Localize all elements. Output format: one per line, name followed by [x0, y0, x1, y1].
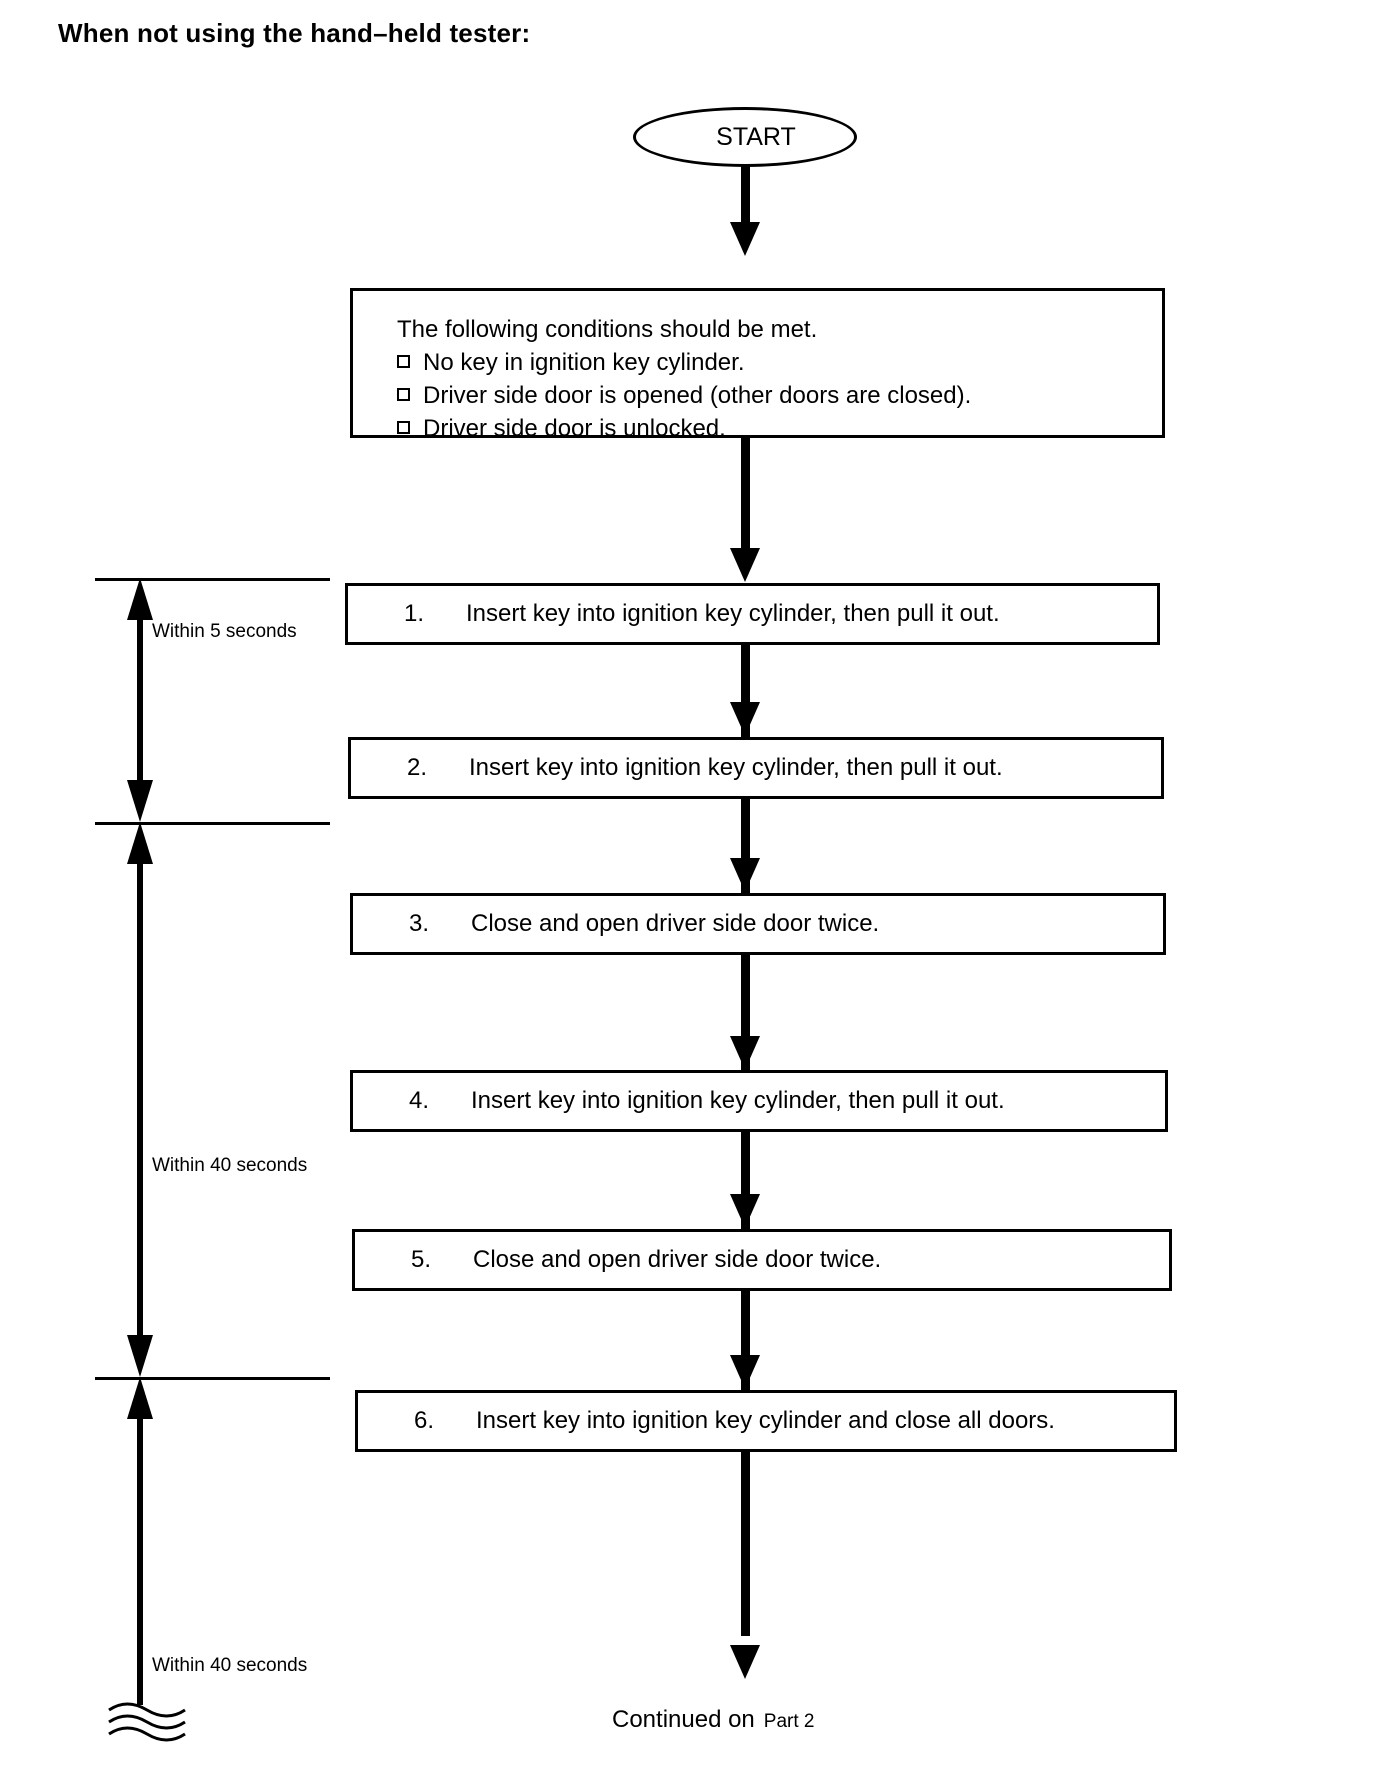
conditions-list: No key in ignition key cylinder. Driver … — [397, 346, 1162, 445]
timing-line-40s-a — [137, 848, 143, 1350]
step-text: Insert key into ignition key cylinder an… — [476, 1407, 1055, 1434]
condition-item: Driver side door is unlocked. — [397, 412, 1162, 445]
step-text: Insert key into ignition key cylinder, t… — [471, 1087, 1005, 1114]
page-title: When not using the hand–held tester: — [58, 18, 531, 48]
step-box-4: 4. Insert key into ignition key cylinder… — [350, 1070, 1168, 1132]
step-text: Insert key into ignition key cylinder, t… — [466, 600, 1000, 627]
conditions-lead: The following conditions should be met. — [397, 316, 818, 343]
step-number: 4. — [408, 1087, 429, 1114]
condition-label: Driver side door is opened (other doors … — [423, 382, 972, 409]
step-box-5: 5. Close and open driver side door twice… — [352, 1229, 1172, 1291]
step-box-2: 2. Insert key into ignition key cylinder… — [348, 737, 1164, 799]
step-box-6: 6. Insert key into ignition key cylinder… — [355, 1390, 1177, 1452]
condition-item: Driver side door is opened (other doors … — [397, 379, 1162, 412]
arrowhead-down-icon — [730, 1194, 760, 1228]
start-label: START — [716, 122, 796, 151]
arrowhead-down-icon — [730, 702, 760, 736]
continued-part-label: Part 2 — [763, 1711, 815, 1732]
timing-label-40s-a: Within 40 seconds — [152, 1155, 308, 1176]
arrowhead-down-icon — [730, 1036, 760, 1070]
continued-label: Continued on — [612, 1706, 755, 1733]
connector-start-to-conditions — [741, 166, 750, 224]
condition-label: No key in ignition key cylinder. — [423, 349, 745, 376]
arrowhead-down-icon — [730, 222, 760, 256]
checkbox-icon — [397, 355, 410, 368]
checkbox-icon — [397, 388, 410, 401]
step-number: 5. — [410, 1246, 431, 1273]
step-text: Close and open driver side door twice. — [473, 1246, 882, 1273]
timing-line-40s-b — [137, 1403, 143, 1705]
start-terminator: START — [633, 107, 857, 167]
step-number: 6. — [413, 1407, 434, 1434]
break-wavy-icon — [108, 1702, 186, 1742]
timing-tick-top — [95, 578, 330, 581]
step-text: Insert key into ignition key cylinder, t… — [469, 754, 1003, 781]
timing-label-40s-b: Within 40 seconds — [152, 1655, 308, 1676]
arrowhead-down-icon — [127, 1335, 153, 1377]
connector-step3-to-step4 — [741, 954, 750, 1072]
step-number: 2. — [406, 754, 427, 781]
connector-step2-to-step3 — [741, 798, 750, 894]
condition-label: Driver side door is unlocked. — [423, 415, 726, 442]
conditions-box: The following conditions should be met. … — [350, 288, 1165, 442]
arrowhead-down-icon — [730, 858, 760, 892]
checkbox-icon — [397, 421, 410, 434]
timing-label-5s: Within 5 seconds — [152, 621, 297, 642]
step-box-1: 1. Insert key into ignition key cylinder… — [345, 583, 1160, 645]
arrowhead-down-icon — [730, 548, 760, 582]
arrowhead-down-icon — [730, 1645, 760, 1679]
connector-step5-to-step6 — [741, 1290, 750, 1390]
connector-step1-to-step2 — [741, 644, 750, 738]
step-text: Close and open driver side door twice. — [471, 910, 880, 937]
step-number: 3. — [408, 910, 429, 937]
step-box-3: 3. Close and open driver side door twice… — [350, 893, 1166, 955]
timing-line-5s — [137, 604, 143, 794]
connector-step6-to-continued — [741, 1451, 750, 1636]
step-number: 1. — [403, 600, 424, 627]
arrowhead-down-icon — [127, 780, 153, 822]
timing-tick-bottom — [95, 1377, 330, 1380]
continued-footer: Continued on Part 2 — [612, 1706, 814, 1734]
condition-item: No key in ignition key cylinder. — [397, 346, 1162, 379]
arrowhead-down-icon — [730, 1355, 760, 1389]
connector-conditions-to-step1 — [741, 437, 750, 549]
timing-tick-middle — [95, 822, 330, 825]
connector-step4-to-step5 — [741, 1131, 750, 1230]
